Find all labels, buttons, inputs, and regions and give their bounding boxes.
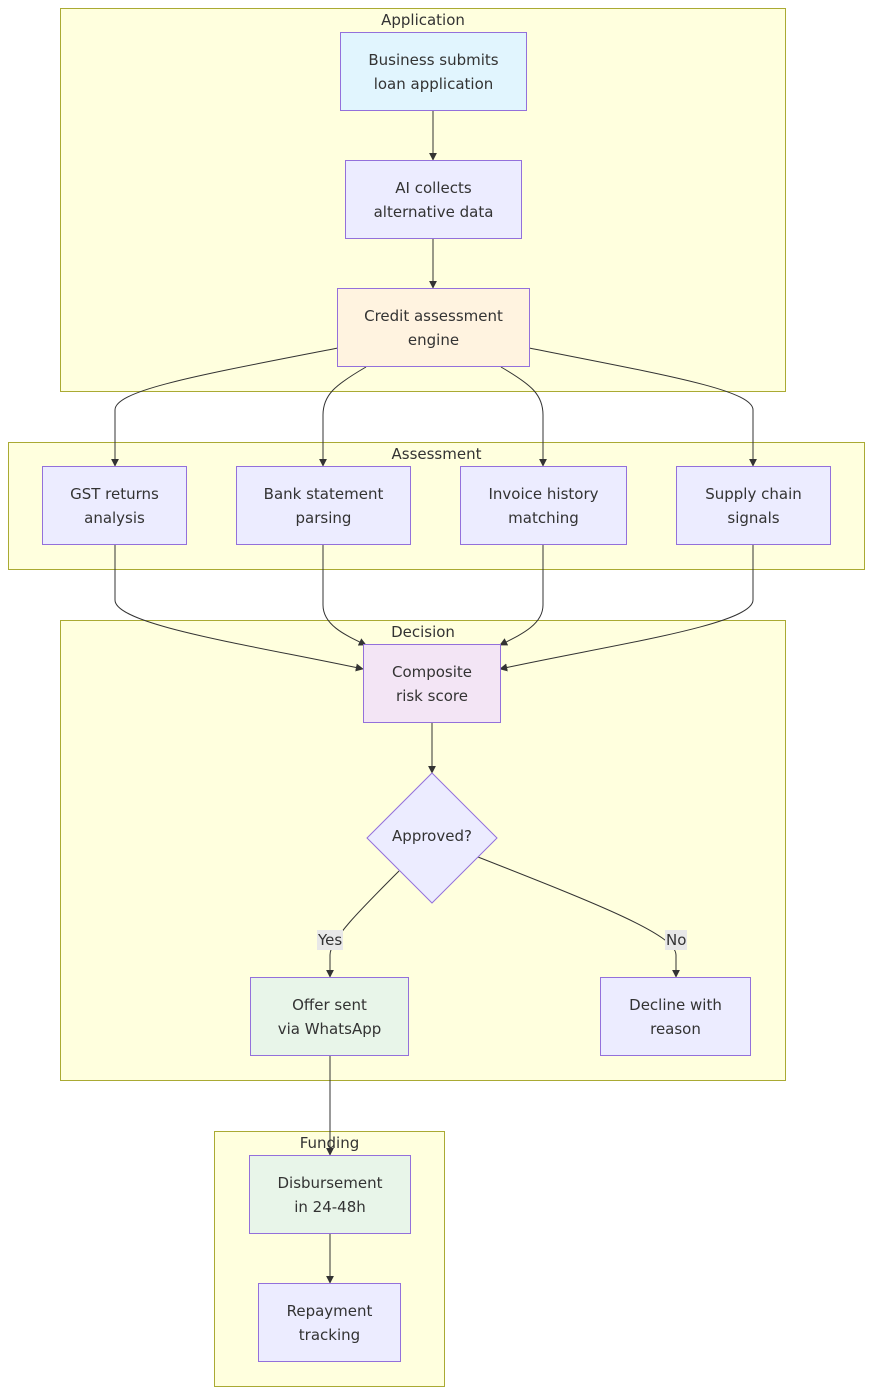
node-bank-statement[interactable]: Bank statement parsing: [236, 466, 411, 545]
edge-label-no: No: [665, 930, 688, 950]
edge-engine-invoice: [500, 366, 547, 467]
node-gst-returns[interactable]: GST returns analysis: [42, 466, 187, 545]
node-credit-engine[interactable]: Credit assessment engine: [337, 288, 530, 367]
edge-engine-bank: [319, 366, 367, 467]
edge-approved-decline: [477, 856, 680, 978]
node-repayment[interactable]: Repayment tracking: [258, 1283, 401, 1362]
edge-invoice-score: [499, 545, 544, 646]
edge-bank-score: [322, 545, 367, 646]
node-ai-collects[interactable]: AI collects alternative data: [345, 160, 522, 239]
edge-supply-score: [499, 545, 754, 672]
edge-gst-score: [114, 545, 364, 672]
cluster-funding-title: Funding: [299, 1134, 360, 1152]
node-business-submits[interactable]: Business submits loan application: [340, 32, 527, 111]
node-invoice-history[interactable]: Invoice history matching: [460, 466, 627, 545]
node-approved-diamond: [366, 772, 498, 904]
node-disbursement[interactable]: Disbursement in 24-48h: [249, 1155, 411, 1234]
cluster-assessment-title: Assessment: [391, 445, 482, 463]
cluster-decision-title: Decision: [391, 623, 455, 641]
edge-approved-offer: [326, 870, 400, 978]
node-composite-score[interactable]: Composite risk score: [363, 644, 501, 723]
edge-label-yes: Yes: [317, 930, 344, 950]
node-offer-sent[interactable]: Offer sent via WhatsApp: [250, 977, 409, 1056]
cluster-application-title: Application: [381, 11, 465, 29]
edge-engine-supply: [528, 347, 757, 467]
node-approved-label[interactable]: Approved?: [392, 827, 472, 845]
edge-engine-gst: [111, 347, 339, 467]
node-decline[interactable]: Decline with reason: [600, 977, 751, 1056]
node-supply-chain[interactable]: Supply chain signals: [676, 466, 831, 545]
